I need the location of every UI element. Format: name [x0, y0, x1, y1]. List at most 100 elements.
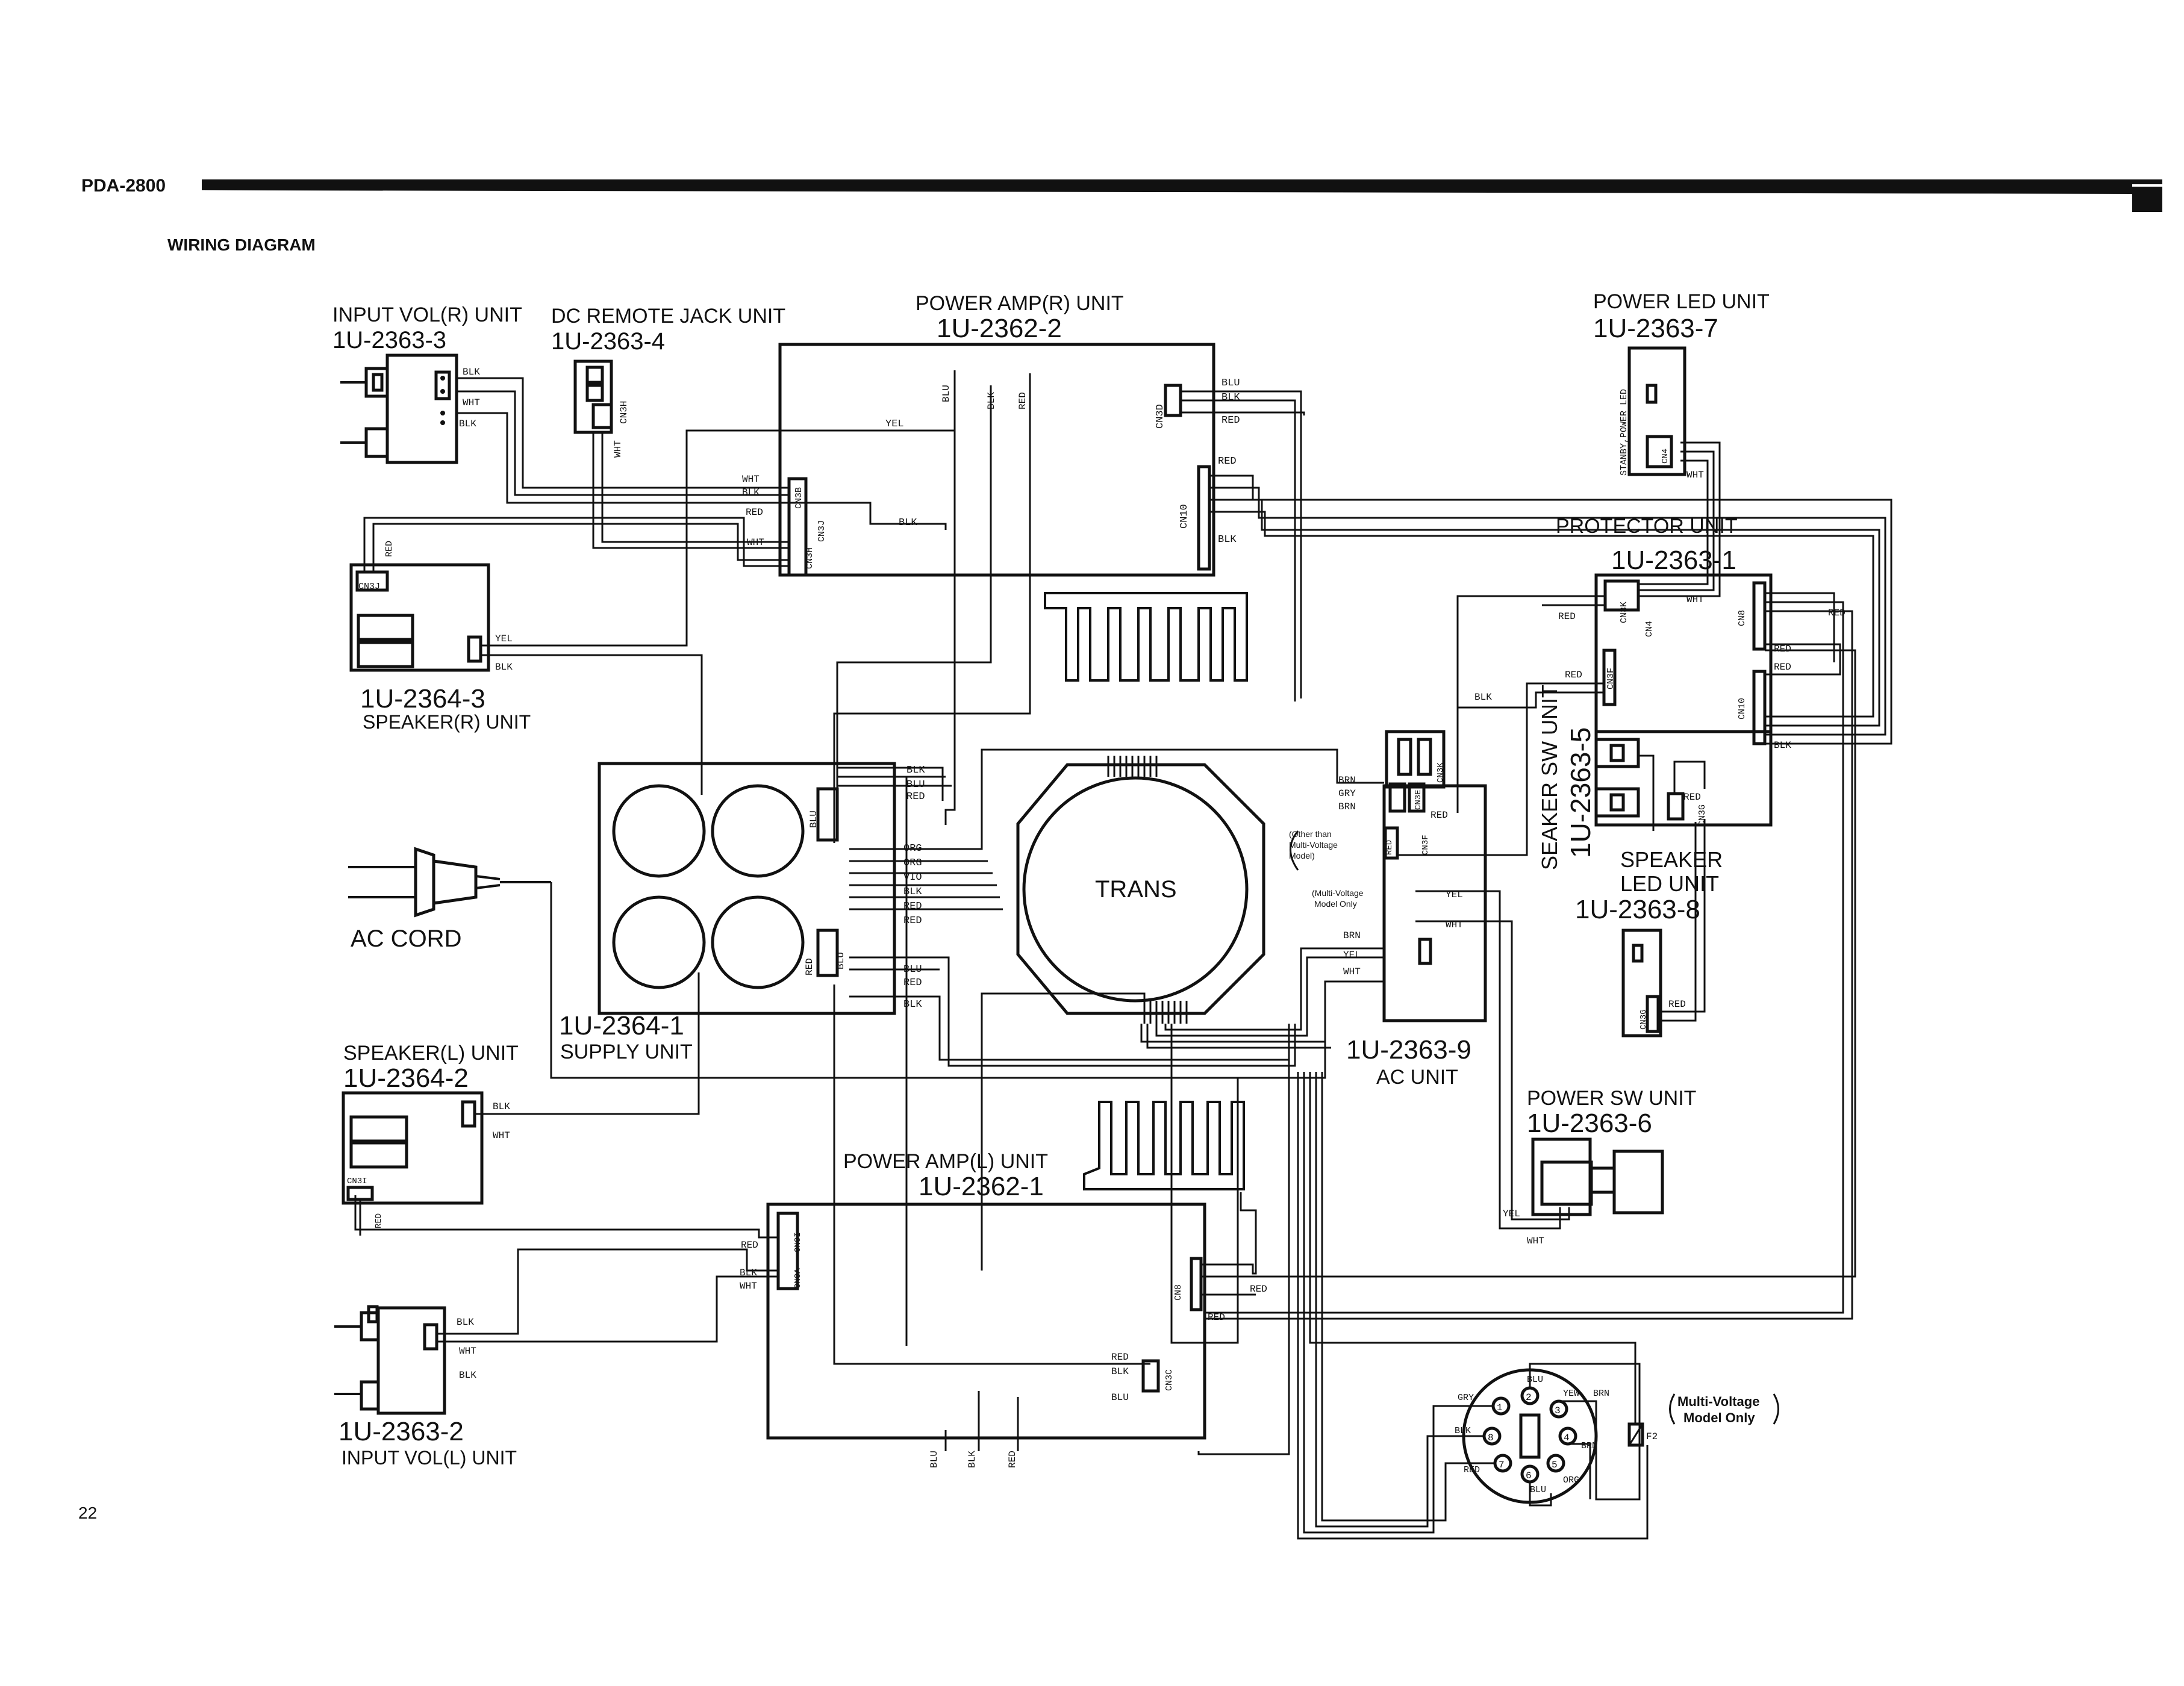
cn3g-led-label: CN3G: [1639, 1009, 1649, 1030]
supply-unit: BLK BLU RED ORG ORG VIO BLK RED RED BLU …: [559, 762, 925, 1063]
input-vol-l-part: 1U-2363-2: [339, 1417, 464, 1446]
sup-v-blu2: BLU: [835, 952, 846, 969]
protector-unit: PROTECTOR UNIT 1U-2363-1 CN3K CN4 CN8 CN…: [1474, 515, 1845, 827]
sup-blk2: BLK: [903, 886, 922, 898]
speaker-led-name1: SPEAKER: [1620, 847, 1723, 872]
power-amp-r-unit: POWER AMP(R) UNIT 1U-2362-2 CN3D CN10 CN…: [742, 292, 1248, 682]
cn8-label: CN8: [1737, 610, 1747, 626]
power-sw-part: 1U-2363-6: [1527, 1109, 1652, 1138]
ac-gry: GRY: [1338, 788, 1356, 799]
pal-red: RED: [741, 1240, 758, 1251]
dc-remote-part: 1U-2363-4: [551, 328, 665, 355]
sel-3: 3: [1555, 1405, 1561, 1416]
prot-red3: RED: [1774, 662, 1791, 673]
psw-wht: WHT: [1527, 1236, 1544, 1246]
cn3b-label: CN3B: [794, 487, 804, 509]
input-vol-r-name: INPUT VOL(R) UNIT: [332, 303, 522, 326]
speaker-l-unit: SPEAKER(L) UNIT 1U-2364-2 CN3I BLK WHT R…: [342, 1042, 519, 1228]
power-led-inner: STANBY,POWER LED: [1619, 389, 1629, 476]
cn4-label: CN4: [1644, 621, 1655, 637]
sel-4: 4: [1564, 1432, 1570, 1443]
cn10-prot-label: CN10: [1737, 698, 1747, 720]
sel-blk: BLK: [1455, 1426, 1471, 1436]
dc-remote-name: DC REMOTE JACK UNIT: [551, 305, 785, 328]
par-cn3b-red: RED: [746, 507, 763, 518]
page-number: 22: [78, 1504, 97, 1522]
ac-name: AC UNIT: [1376, 1066, 1458, 1089]
sel-gry: GRY: [1458, 1393, 1474, 1403]
pal-cn3c-red: RED: [1111, 1352, 1129, 1363]
ac-wht2: WHT: [1343, 966, 1361, 977]
ac-red-v: RED: [1385, 840, 1394, 855]
sel-2: 2: [1526, 1392, 1532, 1403]
cn3g-label: CN3G: [1697, 804, 1708, 826]
power-amp-l-unit: POWER AMP(L) UNIT 1U-2362-1 CN3I CN3A CN…: [740, 1101, 1267, 1468]
sup-red1: RED: [906, 791, 925, 803]
power-amp-r-board: [778, 343, 1215, 577]
pal-wht: WHT: [740, 1281, 757, 1292]
protector-part: 1U-2363-1: [1611, 546, 1736, 575]
par-red: RED: [1017, 392, 1028, 409]
sel-yew: YEW: [1563, 1389, 1579, 1399]
ac-cord-name: AC CORD: [351, 925, 461, 952]
capacitor-4: [711, 895, 805, 989]
spkr-yel: YEL: [495, 633, 513, 644]
capacitor-3: [612, 895, 706, 989]
ivl-wht: WHT: [459, 1346, 476, 1357]
ivl-blk: BLK: [457, 1317, 474, 1328]
ac-brn: BRN: [1338, 775, 1356, 786]
note-multi-1: (Multi-Voltage: [1312, 888, 1364, 898]
power-amp-r-name: POWER AMP(R) UNIT: [916, 292, 1124, 315]
sel-red: RED: [1464, 1465, 1480, 1475]
supply-board: [597, 762, 896, 1015]
par-cn3d-blu: BLU: [1221, 378, 1240, 389]
note-multi-2: Model Only: [1314, 899, 1357, 909]
prot-blk: BLK: [1474, 692, 1492, 703]
speaker-r-name: SPEAKER(R) UNIT: [363, 711, 531, 733]
input-vol-r-part: 1U-2363-3: [332, 327, 446, 353]
prot-cn3f-red: RED: [1565, 670, 1582, 680]
ac-part: 1U-2363-9: [1346, 1035, 1471, 1065]
cn3e-label: CN3E: [1414, 789, 1423, 810]
cn8-l-label: CN8: [1173, 1284, 1184, 1301]
prot-cn10-blk: BLK: [1774, 740, 1791, 751]
sup-red3: RED: [903, 915, 922, 927]
speaker-l-part: 1U-2364-2: [343, 1063, 469, 1093]
sup-blk3: BLK: [903, 999, 922, 1010]
ivr-blk2: BLK: [459, 418, 476, 429]
ac-cord: AC CORD: [348, 847, 551, 952]
ivr-wht: WHT: [463, 397, 480, 408]
sled-red: RED: [1668, 999, 1686, 1010]
pal-cn8-red: RED: [1250, 1284, 1267, 1295]
cn3h-label: CN3H: [805, 547, 815, 569]
spkr-blk: BLK: [495, 662, 513, 673]
model-label: PDA-2800: [81, 176, 166, 196]
par-blu: BLU: [941, 385, 952, 402]
pled-wht: WHT: [1686, 470, 1704, 481]
sel-blu: BLU: [1527, 1375, 1543, 1385]
ac-unit: CN3E CN3K CN3F BRN GRY BRN RED YEL WHT R…: [1289, 730, 1487, 1089]
cn3c-label: CN3C: [1164, 1369, 1175, 1391]
header-rule-tail: [202, 187, 2162, 212]
dc-wire-wht: WHT: [613, 440, 623, 458]
power-led-part: 1U-2363-7: [1593, 314, 1718, 343]
power-amp-l-name: POWER AMP(L) UNIT: [843, 1150, 1048, 1173]
seaker-sw-name: SEAKER SW UNIT: [1537, 685, 1562, 870]
power-led-unit: POWER LED UNIT 1U-2363-7 STANBY,POWER LE…: [1593, 290, 1770, 481]
cn3a-label: CN3A: [793, 1268, 803, 1289]
cn3k-label: CN3K: [1619, 602, 1629, 623]
speaker-led-unit: SPEAKER LED UNIT 1U-2363-8 CN3G RED: [1575, 847, 1723, 1037]
cn3f-ac-label: CN3F: [1421, 835, 1431, 855]
cn10-label: CN10: [1179, 504, 1190, 529]
input-vol-r-unit: INPUT VOL(R) UNIT 1U-2363-3: [332, 303, 522, 464]
spkl-red: RED: [374, 1213, 384, 1228]
ac-red: RED: [1431, 810, 1448, 821]
prot-red2: RED: [1774, 644, 1791, 655]
cn3j-spk-label: CN3J: [358, 582, 380, 592]
input-vol-l-board: [376, 1306, 446, 1415]
pal-cn3c-blu: BLU: [1111, 1392, 1129, 1403]
transformer: TRANS: [1016, 756, 1265, 1024]
speaker-r-part: 1U-2364-3: [360, 684, 485, 714]
spkr-red: RED: [384, 541, 395, 557]
sel-org: ORG: [1563, 1475, 1579, 1485]
